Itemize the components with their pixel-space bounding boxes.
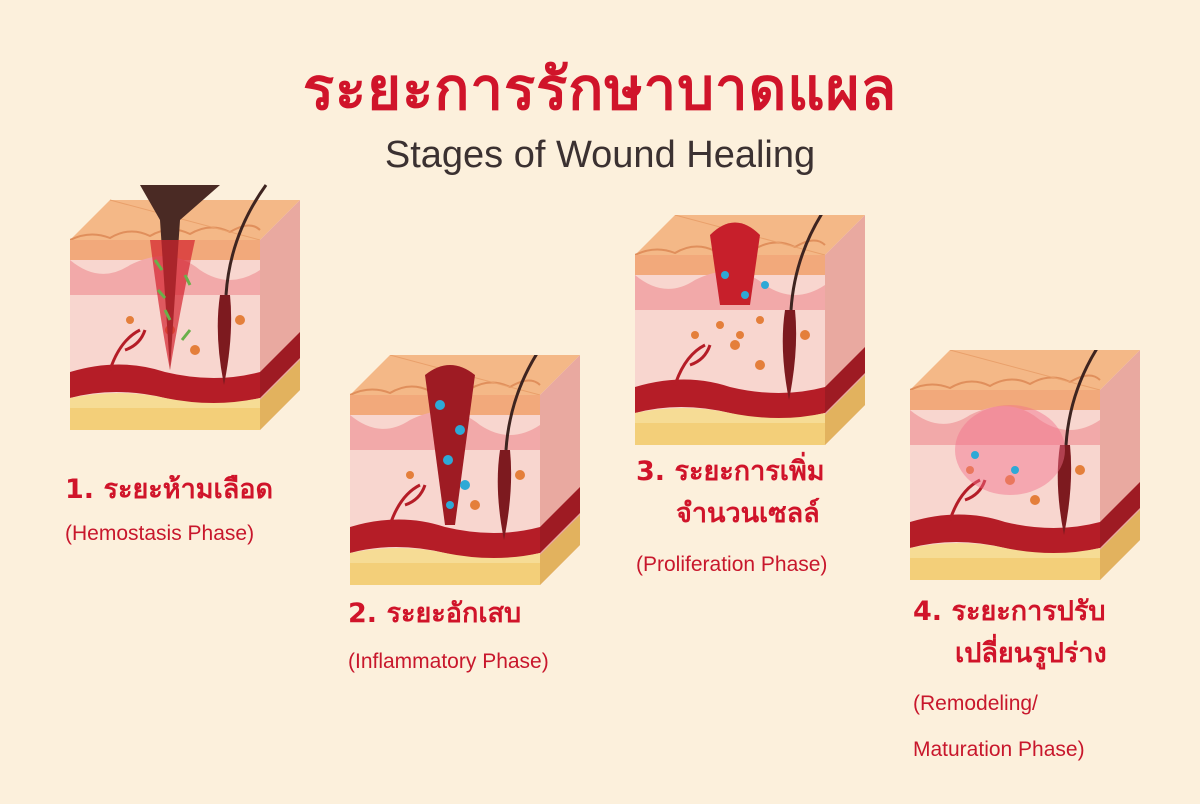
healed-area [955, 405, 1065, 495]
stage-3-label-en: (Proliferation Phase) [636, 553, 828, 576]
stage-4-label-th-line1: 4. ระยะการปรับ [913, 596, 1106, 627]
remodeling-illustration [910, 350, 1142, 580]
proliferation-illustration [635, 215, 867, 445]
hemostasis-illustration [70, 183, 302, 432]
stage-4-label-th-line2: เปลี่ยนรูปร่าง [955, 638, 1107, 669]
stage-2-label-th: 2. ระยะอักเสบ [348, 598, 522, 629]
stage-4-label-en-line2: Maturation Phase) [913, 738, 1085, 761]
stage-1-label-th: 1. ระยะห้ามเลือด [65, 474, 274, 505]
page-title-english: Stages of Wound Healing [384, 134, 816, 176]
stage-2-label-en: (Inflammatory Phase) [348, 650, 549, 673]
page-title-thai: ระยะการรักษาบาดแผล [302, 55, 898, 123]
stage-1-label-en: (Hemostasis Phase) [65, 522, 255, 545]
stage-3-label-th-line1: 3. ระยะการเพิ่ม [636, 456, 825, 487]
inflammatory-illustration [350, 355, 582, 585]
stage-4-label-en-line1: (Remodeling/ [913, 692, 1038, 715]
stage-3-label-th-line2: จำนวนเซลล์ [676, 498, 820, 529]
wound-closing [710, 222, 760, 305]
